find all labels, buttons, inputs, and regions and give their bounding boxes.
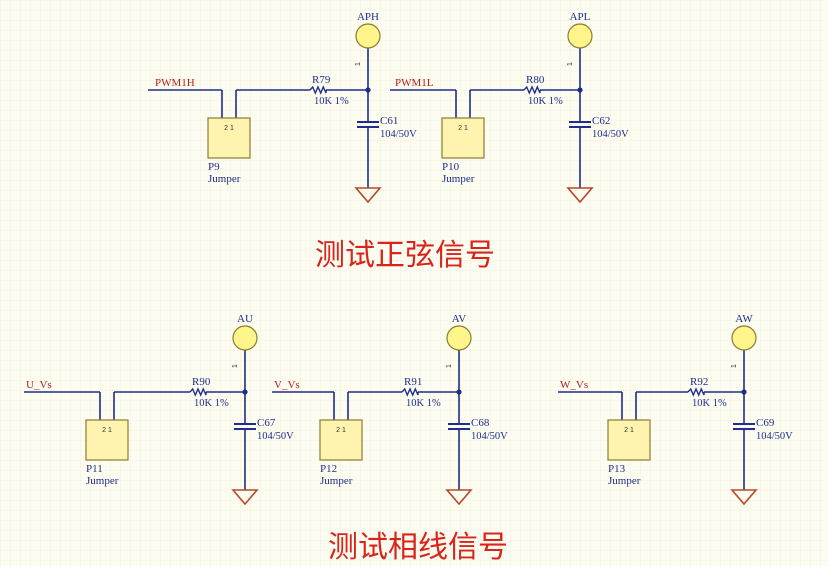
- resistor-designator: R90: [192, 376, 211, 388]
- resistor-symbol: [309, 85, 327, 95]
- capacitor-designator: C68: [471, 417, 490, 429]
- capacitor-value: 104/50V: [756, 431, 793, 442]
- test-point-pin-number: 1: [567, 62, 574, 66]
- jumper-body: [85, 419, 129, 461]
- capacitor-value: 104/50V: [592, 129, 629, 140]
- jumper-pin-numbers: 2 1: [102, 427, 112, 434]
- jumper-pin-numbers: 2 1: [458, 125, 468, 132]
- capacitor-value: 104/50V: [380, 129, 417, 140]
- jumper-body: [319, 419, 363, 461]
- test-point-label: AW: [735, 313, 753, 325]
- test-point-pin-number: 1: [232, 364, 239, 368]
- capacitor-value: 104/50V: [257, 431, 294, 442]
- test-point: [567, 23, 593, 49]
- jumper-body: [441, 117, 485, 159]
- test-point-label: AV: [452, 313, 467, 325]
- jumper-pin-numbers: 2 1: [224, 125, 234, 132]
- test-point: [446, 325, 472, 351]
- test-point: [232, 325, 258, 351]
- resistor-designator: R92: [690, 376, 708, 388]
- resistor-designator: R79: [312, 74, 331, 86]
- resistor-symbol: [189, 387, 207, 397]
- resistor-designator: R91: [404, 376, 422, 388]
- resistor-symbol: [687, 387, 705, 397]
- capacitor-value: 104/50V: [471, 431, 508, 442]
- jumper-body: [607, 419, 651, 461]
- test-point-label: APL: [570, 11, 591, 23]
- resistor-designator: R80: [526, 74, 545, 86]
- capacitor-designator: C62: [592, 115, 610, 127]
- net-label: U_Vs: [26, 379, 52, 391]
- resistor-value: 10K 1%: [314, 96, 349, 107]
- resistor-symbol: [401, 387, 419, 397]
- jumper-type: Jumper: [208, 173, 241, 185]
- test-point-label: AU: [237, 313, 253, 325]
- jumper-pin-numbers: 2 1: [336, 427, 346, 434]
- test-point-pin-number: 1: [731, 364, 738, 368]
- capacitor-designator: C61: [380, 115, 398, 127]
- jumper-type: Jumper: [442, 173, 475, 185]
- jumper-designator: P11: [86, 463, 103, 475]
- capacitor-designator: C69: [756, 417, 775, 429]
- test-point-pin-number: 1: [355, 62, 362, 66]
- net-label: W_Vs: [560, 379, 588, 391]
- jumper-designator: P13: [608, 463, 626, 475]
- resistor-value: 10K 1%: [194, 398, 229, 409]
- jumper-type: Jumper: [86, 475, 119, 487]
- resistor-value: 10K 1%: [692, 398, 727, 409]
- ground-symbol: [445, 489, 473, 506]
- sine-test-title: 测试正弦信号: [315, 238, 495, 273]
- ground-symbol: [354, 187, 382, 204]
- jumper-designator: P12: [320, 463, 337, 475]
- test-point-label: APH: [357, 11, 379, 23]
- jumper-designator: P9: [208, 161, 220, 173]
- jumper-type: Jumper: [608, 475, 641, 487]
- net-label: V_Vs: [274, 379, 300, 391]
- net-label: PWM1L: [395, 77, 434, 89]
- ground-symbol: [566, 187, 594, 204]
- test-point: [355, 23, 381, 49]
- jumper-pin-numbers: 2 1: [624, 427, 634, 434]
- jumper-type: Jumper: [320, 475, 353, 487]
- test-point-pin-number: 1: [446, 364, 453, 368]
- jumper-body: [207, 117, 251, 159]
- ground-symbol: [730, 489, 758, 506]
- resistor-value: 10K 1%: [528, 96, 563, 107]
- phase-test-title: 测试相线信号: [328, 530, 508, 565]
- capacitor-designator: C67: [257, 417, 276, 429]
- resistor-value: 10K 1%: [406, 398, 441, 409]
- resistor-symbol: [523, 85, 541, 95]
- net-label: PWM1H: [155, 77, 195, 89]
- test-point: [731, 325, 757, 351]
- jumper-designator: P10: [442, 161, 460, 173]
- ground-symbol: [231, 489, 259, 506]
